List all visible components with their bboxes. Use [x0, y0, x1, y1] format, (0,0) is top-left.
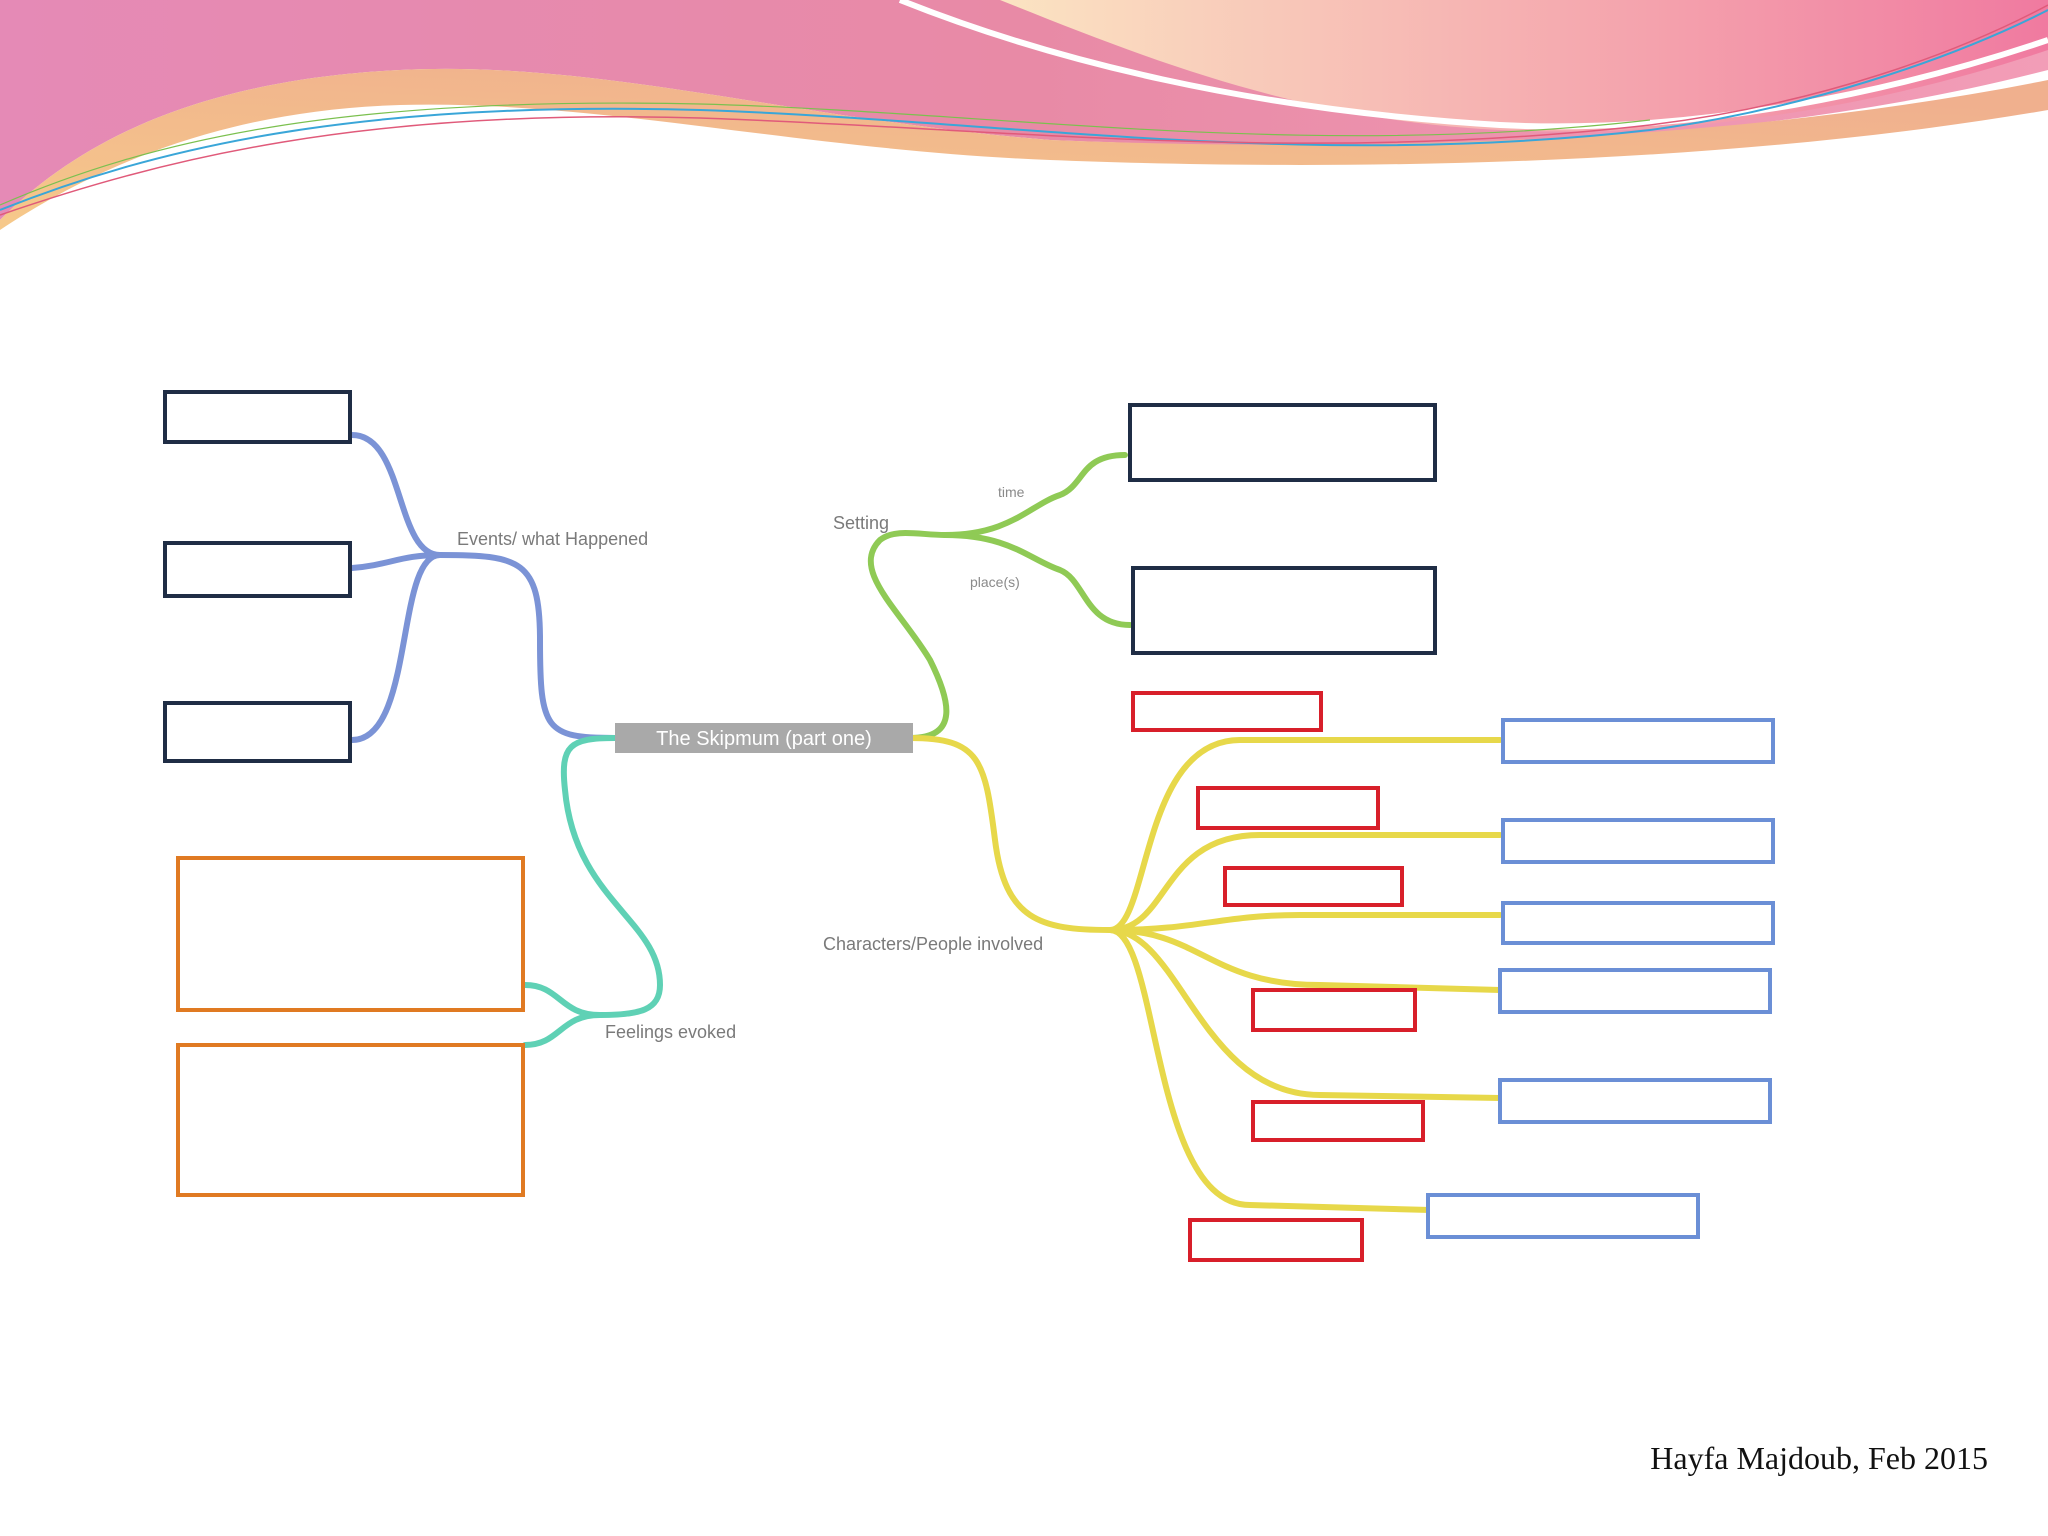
characters-branch — [907, 735, 1113, 933]
feelings-connector-1 — [522, 982, 603, 1018]
events-box-3[interactable] — [163, 701, 352, 763]
character-red-box-1[interactable] — [1131, 691, 1323, 732]
events-box-1[interactable] — [163, 390, 352, 444]
setting-place-connector — [942, 532, 1133, 628]
feelings-label: Feelings evoked — [605, 1022, 736, 1042]
characters-connector-4 — [1107, 927, 1503, 993]
character-red-box-3[interactable] — [1223, 866, 1404, 907]
author-credit: Hayfa Majdoub, Feb 2015 — [1650, 1440, 1988, 1476]
events-branch — [437, 552, 618, 741]
character-red-box-4[interactable] — [1251, 988, 1417, 1032]
characters-label: Characters/People involved — [823, 934, 1043, 954]
events-box-2[interactable] — [163, 541, 352, 598]
character-red-box-2[interactable] — [1196, 786, 1380, 830]
character-red-box-6[interactable] — [1188, 1218, 1364, 1262]
feelings-connector-2 — [522, 1012, 603, 1048]
place-label: place(s) — [970, 574, 1020, 590]
events-label: Events/ what Happened — [457, 529, 648, 549]
characters-connector-6 — [1107, 927, 1433, 1213]
character-blue-box-6[interactable] — [1426, 1193, 1700, 1239]
feelings-branch — [560, 735, 664, 1018]
setting-branch — [867, 529, 950, 741]
characters-connector-5 — [1107, 927, 1503, 1101]
events-connector-1 — [349, 432, 443, 558]
wave-banner — [0, 0, 2048, 230]
feelings-box-2[interactable] — [176, 1043, 525, 1197]
character-blue-box-3[interactable] — [1501, 901, 1775, 945]
character-blue-box-5[interactable] — [1498, 1078, 1772, 1124]
events-connector-3 — [349, 552, 443, 743]
character-blue-box-4[interactable] — [1498, 968, 1772, 1014]
setting-time-connector — [942, 452, 1128, 538]
time-label: time — [998, 484, 1025, 500]
character-red-box-5[interactable] — [1251, 1100, 1425, 1142]
characters-connector-1 — [1107, 737, 1503, 933]
characters-connector-2 — [1107, 832, 1503, 933]
setting-place-box[interactable] — [1131, 566, 1437, 655]
events-connector-2 — [349, 552, 443, 571]
character-blue-box-2[interactable] — [1501, 818, 1775, 864]
setting-time-box[interactable] — [1128, 403, 1437, 482]
character-blue-box-1[interactable] — [1501, 718, 1775, 764]
center-node-label: The Skipmum (part one) — [656, 728, 872, 750]
feelings-box-1[interactable] — [176, 856, 525, 1012]
setting-label: Setting — [833, 513, 889, 533]
characters-connector-3 — [1107, 912, 1503, 933]
center-node — [615, 723, 913, 753]
